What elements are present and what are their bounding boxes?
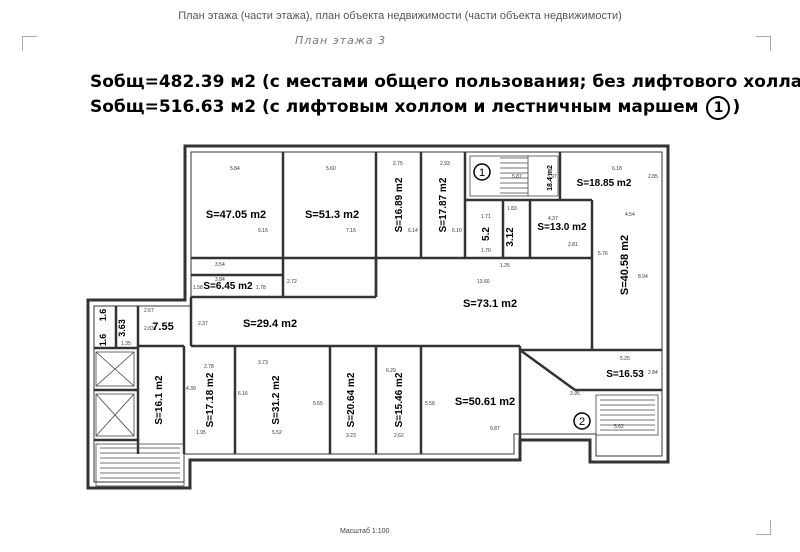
- interior-walls: [94, 152, 662, 454]
- scale-label: Масштаб 1:100: [340, 528, 390, 535]
- svg-text:2.85: 2.85: [648, 174, 658, 180]
- total-area-line-1: Sобщ=482.39 м2 (с местами общего пользов…: [90, 72, 800, 92]
- room-label-40-58: S=40.58 m2: [619, 235, 631, 295]
- svg-text:2.75: 2.75: [393, 161, 403, 167]
- svg-text:4.37: 4.37: [548, 216, 558, 222]
- svg-text:6.18: 6.18: [612, 166, 622, 172]
- room-label-3-63: 3.63: [117, 319, 127, 337]
- room-label-16-89: S=16.89 m2: [394, 177, 405, 232]
- room-label-50-61: S=50.61 m2: [455, 396, 515, 408]
- room-label-29-4: S=29.4 m2: [243, 318, 297, 330]
- svg-text:1.71: 1.71: [481, 214, 491, 220]
- svg-text:2.37: 2.37: [198, 321, 208, 327]
- svg-text:2.78: 2.78: [204, 364, 214, 370]
- staircase-3: [95, 443, 185, 487]
- svg-text:2.81: 2.81: [568, 242, 578, 248]
- room-label-13-0: S=13.0 m2: [537, 222, 587, 233]
- staircase-2: [595, 394, 659, 436]
- room-label-15-46: S=15.46 m2: [394, 372, 405, 427]
- svg-text:1.95: 1.95: [196, 430, 206, 436]
- svg-text:2: 2: [579, 416, 585, 428]
- svg-text:1.35: 1.35: [121, 341, 131, 347]
- svg-text:5.76: 5.76: [598, 251, 608, 257]
- stair-badge-1-inline: 1: [706, 96, 731, 120]
- svg-text:3.54: 3.54: [215, 262, 225, 268]
- svg-text:3.95: 3.95: [570, 391, 580, 397]
- svg-text:4.54: 4.54: [625, 212, 635, 218]
- room-label-17-87: S=17.87 m2: [438, 177, 449, 232]
- staircase-1: [469, 155, 559, 197]
- svg-text:1.25: 1.25: [500, 263, 510, 269]
- svg-text:5.84: 5.84: [230, 166, 240, 172]
- stair-badge-1: 1: [473, 163, 491, 181]
- svg-text:13.60: 13.60: [477, 279, 490, 285]
- svg-text:5.25: 5.25: [620, 356, 630, 362]
- room-label-3-12: 3.12: [505, 227, 516, 247]
- svg-text:3.97: 3.97: [547, 174, 557, 180]
- total-area-line-2-text: Sобщ=516.63 м2 (с лифтовым холлом и лест…: [90, 97, 699, 117]
- svg-text:7.16: 7.16: [346, 228, 356, 234]
- room-label-31-2: S=31.2 m2: [271, 375, 282, 425]
- svg-text:9.16: 9.16: [258, 228, 268, 234]
- frame-corner-top-left: [22, 36, 37, 51]
- svg-text:6.29: 6.29: [386, 368, 396, 374]
- svg-text:2.84: 2.84: [648, 370, 658, 376]
- svg-text:8.94: 8.94: [638, 274, 648, 280]
- svg-text:2.72: 2.72: [287, 279, 297, 285]
- svg-text:5.62: 5.62: [614, 424, 624, 430]
- room-label-5-2: 5.2: [481, 227, 492, 241]
- room-label-16-1: S=16.1 m2: [154, 375, 165, 425]
- svg-text:5.60: 5.60: [326, 166, 336, 172]
- room-label-1-6-b: 1.6: [98, 334, 108, 347]
- room-label-20-64: S=20.64 m2: [346, 372, 357, 427]
- svg-text:2.62: 2.62: [394, 433, 404, 439]
- svg-text:3.73: 3.73: [258, 360, 268, 366]
- svg-text:1.83: 1.83: [507, 206, 517, 212]
- room-label-51-3: S=51.3 m2: [305, 209, 359, 221]
- svg-text:1.70: 1.70: [481, 248, 491, 254]
- building-outline: [86, 144, 670, 490]
- page-header-title: План этажа (части этажа), план объекта н…: [178, 10, 622, 22]
- frame-corner-bottom-right: [756, 520, 771, 535]
- svg-text:5.58: 5.58: [425, 401, 435, 407]
- frame-corner-top-right: [756, 36, 771, 51]
- room-label-1-6-a: 1.6: [98, 309, 108, 322]
- room-label-16-53: S=16.53: [606, 369, 644, 380]
- svg-text:9.87: 9.87: [490, 426, 500, 432]
- svg-text:3.23: 3.23: [346, 433, 356, 439]
- room-label-7-55: 7.55: [152, 321, 173, 333]
- svg-text:2.67: 2.67: [144, 308, 154, 314]
- svg-text:5.87: 5.87: [512, 174, 522, 180]
- room-label-47-05: S=47.05 m2: [206, 209, 266, 221]
- svg-text:5.52: 5.52: [272, 430, 282, 436]
- svg-text:5.65: 5.65: [313, 401, 323, 407]
- svg-text:6.10: 6.10: [452, 228, 462, 234]
- stair-badge-2: 2: [573, 412, 591, 430]
- room-label-18-4: 18.4 m2: [547, 165, 554, 191]
- elevator-shafts: [95, 351, 135, 437]
- room-label-18-85: S=18.85 m2: [577, 178, 632, 189]
- room-label-73-1: S=73.1 m2: [463, 298, 517, 310]
- svg-text:6.16: 6.16: [238, 391, 248, 397]
- svg-text:1.78: 1.78: [256, 285, 266, 291]
- svg-text:4.39: 4.39: [186, 386, 196, 392]
- svg-text:2.93: 2.93: [440, 161, 450, 167]
- total-area-line-2: Sобщ=516.63 м2 (с лифтовым холлом и лест…: [90, 96, 740, 120]
- room-label-17-18: S=17.18 m2: [205, 372, 216, 427]
- svg-text:2.83: 2.83: [144, 326, 154, 332]
- svg-text:6.14: 6.14: [408, 228, 418, 234]
- svg-text:1: 1: [479, 167, 485, 179]
- svg-text:3.84: 3.84: [215, 277, 225, 283]
- dimension-notes: 5.84 5.60 2.75 2.93 6.18 9.16 7.16 6.14 …: [121, 161, 658, 439]
- total-area-line-2-end: ): [732, 97, 741, 117]
- svg-text:1.58: 1.58: [193, 285, 203, 291]
- room-label-6-45: S=6.45 m2: [203, 281, 253, 292]
- floor-title: План этажа 3: [295, 34, 387, 47]
